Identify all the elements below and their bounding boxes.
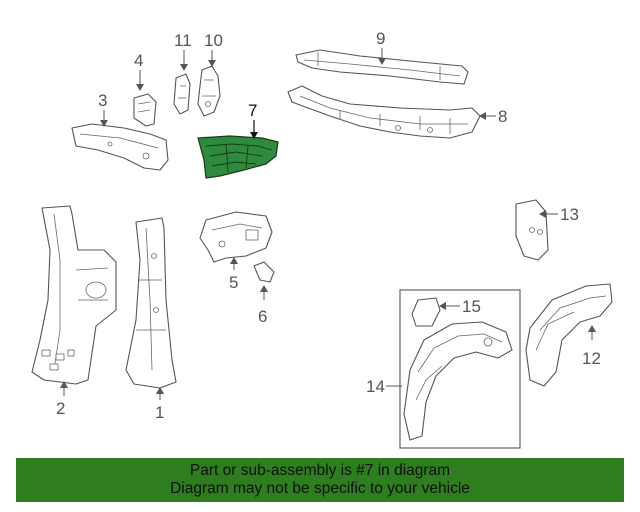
- parts-diagram: 9 8 4 11 10: [31, 29, 613, 449]
- banner-line-2: Diagram may not be specific to your vehi…: [170, 480, 470, 497]
- part-4-bracket: [133, 93, 157, 127]
- callout-4-label: 4: [134, 51, 143, 70]
- callout-6: 6: [258, 285, 268, 326]
- part-7-highlighted: [197, 135, 279, 179]
- part-11-bracket: [173, 73, 191, 115]
- callout-3-label: 3: [98, 91, 107, 110]
- part-5-wheelhouse-extension: [199, 211, 273, 263]
- callout-11-label: 11: [174, 31, 192, 50]
- part-13-panel: [515, 199, 549, 261]
- callout-3: 3: [98, 91, 108, 127]
- part-6-small-bracket: [253, 261, 275, 283]
- callout-13-label: 13: [560, 205, 579, 224]
- callout-11: 11: [174, 31, 192, 71]
- part-15-bracket: [411, 297, 441, 327]
- callout-12-label: 12: [582, 349, 601, 368]
- part-2-pillar-outer: [31, 205, 117, 385]
- callout-6-label: 6: [258, 307, 267, 326]
- callout-8-label: 8: [498, 107, 507, 126]
- callout-14-label: 14: [366, 377, 385, 396]
- callout-15: 15: [439, 297, 481, 316]
- callout-15-label: 15: [462, 297, 481, 316]
- callout-1: 1: [155, 387, 164, 422]
- callout-5-label: 5: [229, 273, 238, 292]
- callout-12: 12: [582, 325, 601, 368]
- callout-2-label: 2: [56, 399, 65, 418]
- part-14-wheelhouse-inner: [403, 321, 513, 441]
- callout-9: 9: [376, 29, 386, 65]
- part-8-cowl-lower-panel: [287, 85, 481, 139]
- banner-line-1: Part or sub-assembly is #7 in diagram: [189, 462, 451, 479]
- part-12-wheelhouse-outer: [525, 283, 613, 387]
- callout-9-label: 9: [376, 29, 385, 48]
- callout-7: 7: [248, 101, 258, 139]
- callout-14: 14: [366, 377, 402, 396]
- callout-5: 5: [229, 257, 238, 292]
- part-1-pillar-inner: [125, 217, 177, 389]
- callout-8: 8: [479, 107, 507, 126]
- callout-10: 10: [204, 31, 223, 67]
- part-10-hinge-pillar-reinforcement: [197, 65, 221, 117]
- callout-4: 4: [134, 51, 144, 91]
- callout-1-label: 1: [155, 403, 164, 422]
- info-banner: Part or sub-assembly is #7 in diagram Di…: [16, 458, 624, 502]
- callout-2: 2: [56, 381, 68, 418]
- callout-13: 13: [539, 205, 579, 224]
- callout-10-label: 10: [204, 31, 223, 50]
- part-3-rail: [71, 123, 169, 171]
- part-9-cowl-upper-panel: [295, 49, 469, 85]
- callout-7-label: 7: [248, 101, 257, 120]
